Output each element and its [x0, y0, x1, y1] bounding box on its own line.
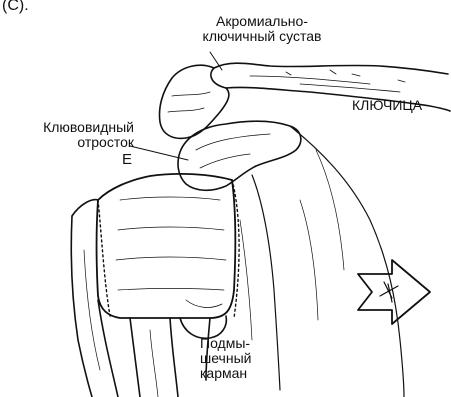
axillary-pouch-label: Подмы- шечный карман: [200, 336, 251, 381]
joint-capsule: [97, 174, 240, 318]
leader-lines: [130, 52, 222, 160]
acromioclavicular-joint-label: Акромиально- ключичный сустав: [172, 14, 352, 44]
scapula-outline: [240, 126, 404, 397]
axillary-pouch: [180, 300, 226, 338]
acromion-bone: [160, 65, 229, 138]
region-letter: E: [122, 152, 132, 167]
coracoid-process-label: Клювовидный отросток: [0, 120, 134, 150]
clavicle-label: КЛЮЧИЦА: [352, 98, 422, 113]
caption-fragment: (C).: [2, 0, 29, 13]
direction-arrow: [358, 260, 430, 324]
humerus-shaft: [71, 200, 210, 397]
coracoid-process: [178, 121, 301, 190]
